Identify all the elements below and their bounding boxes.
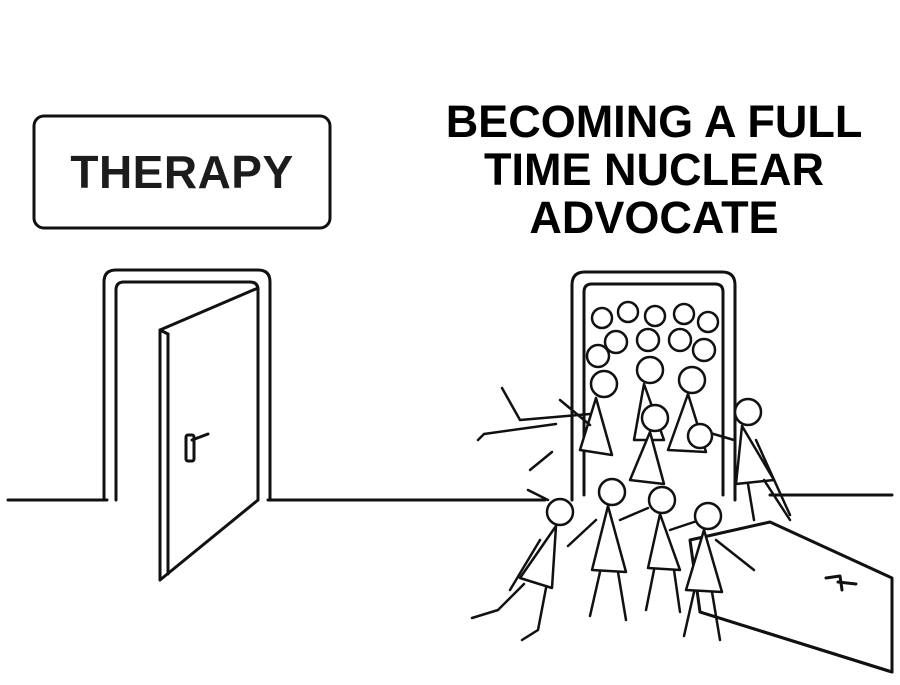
nuclear-advocate-caption: BECOMING A FULL TIME NUCLEAR ADVOCATE (418, 98, 890, 242)
floor-line (6, 493, 894, 502)
therapy-sign-frame (32, 114, 332, 230)
caption-line: BECOMING A FULL (445, 96, 863, 147)
fallen-door-handle-icon (824, 574, 858, 592)
caption-line: ADVOCATE (529, 192, 779, 243)
therapy-open-door (158, 286, 260, 582)
therapy-sign-text: THERAPY (70, 146, 294, 198)
door-handle-icon (184, 433, 196, 463)
caption-line: TIME NUCLEAR (484, 144, 824, 195)
crowd-figures (470, 300, 792, 642)
crowded-door-frame (570, 270, 737, 502)
